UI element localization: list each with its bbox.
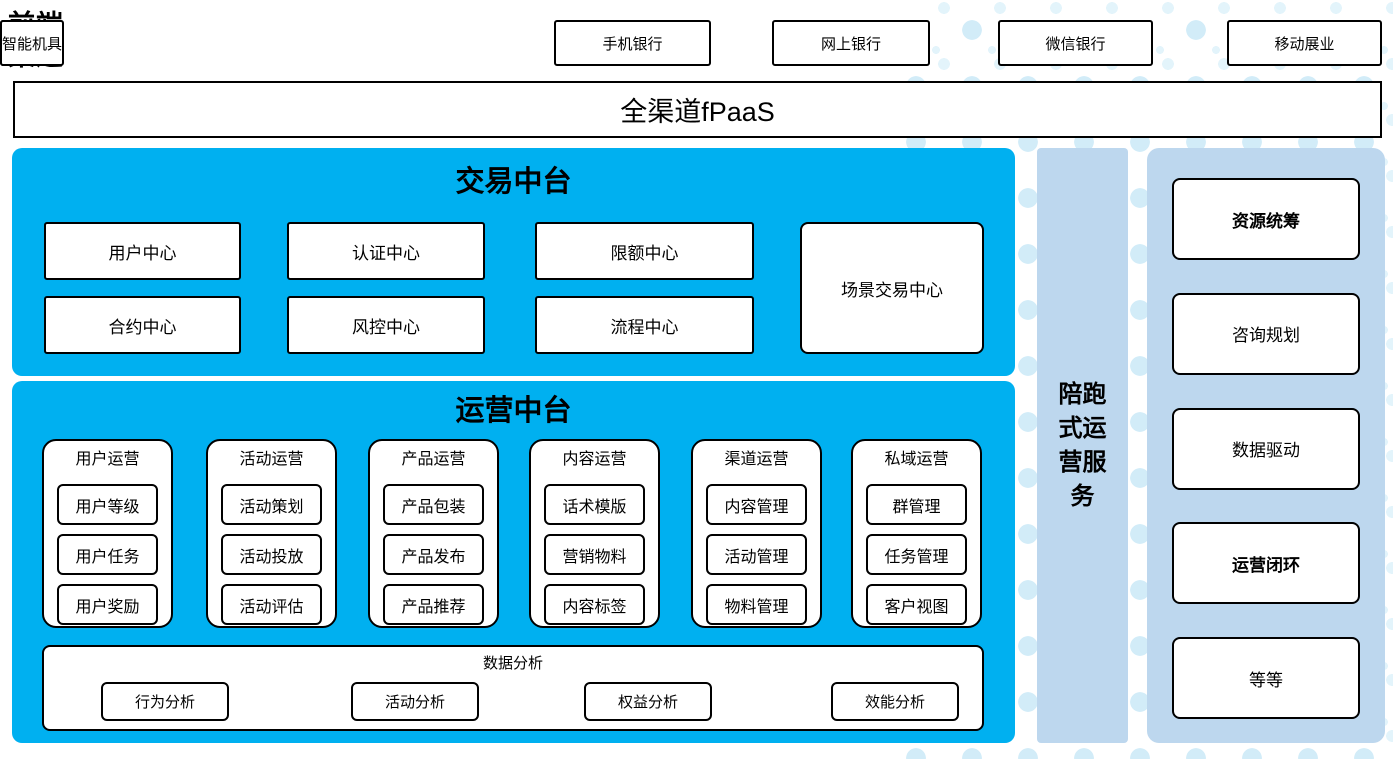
channel-online-banking: 网上银行 (772, 20, 930, 66)
ops-item: 用户奖励 (57, 584, 158, 625)
ops-platform-panel: 运营中台 用户运营 用户等级 用户任务 用户奖励 活动运营 活动策划 活动投放 … (12, 381, 1015, 743)
trade-platform-title: 交易中台 (455, 166, 572, 198)
ops-group-title: 内容运营 (562, 451, 627, 468)
ops-item: 物料管理 (706, 584, 807, 625)
ops-item: 活动评估 (221, 584, 322, 625)
channel-wechat-banking: 微信银行 (998, 20, 1153, 66)
ops-item: 话术模版 (544, 484, 645, 525)
channel-label: 网上银行 (820, 35, 881, 53)
channel-smart-devices: 智能机具 (0, 20, 65, 66)
fpaas-bar: 全渠道fPaaS (13, 81, 1382, 138)
channel-label: 微信银行 (1045, 35, 1106, 53)
service-item-etc: 等等 (1172, 637, 1360, 719)
ops-group-title: 渠道运营 (724, 451, 789, 468)
channel-mobile-banking: 手机银行 (554, 20, 711, 66)
ops-group-user: 用户运营 用户等级 用户任务 用户奖励 (42, 439, 173, 628)
trade-center-user: 用户中心 (44, 222, 241, 280)
trade-center-auth: 认证中心 (287, 222, 485, 280)
analysis-item-efficiency: 效能分析 (831, 682, 959, 721)
ops-item: 内容标签 (544, 584, 645, 625)
analysis-item-behavior: 行为分析 (101, 682, 229, 721)
trade-center-contract: 合约中心 (44, 296, 241, 354)
ops-item: 用户等级 (57, 484, 158, 525)
channel-label: 手机银行 (602, 35, 663, 53)
ops-item: 群管理 (866, 484, 967, 525)
data-analysis-container: 数据分析 行为分析 活动分析 权益分析 效能分析 (42, 645, 984, 731)
accompany-service-label: 陪跑式运营服务 (1058, 380, 1107, 510)
channel-label: 移动展业 (1274, 35, 1335, 53)
ops-group-title: 私域运营 (884, 451, 949, 468)
trade-center-process: 流程中心 (535, 296, 754, 354)
ops-item: 产品发布 (383, 534, 484, 575)
ops-platform-title: 运营中台 (455, 395, 572, 427)
trade-center-risk: 风控中心 (287, 296, 485, 354)
accompany-service-bar: 陪跑式运营服务 (1037, 148, 1128, 743)
ops-group-title: 用户运营 (75, 451, 140, 468)
ops-group-title: 活动运营 (239, 451, 304, 468)
trade-center-limit: 限额中心 (535, 222, 754, 280)
ops-item: 活动策划 (221, 484, 322, 525)
ops-group-private-domain: 私域运营 群管理 任务管理 客户视图 (851, 439, 982, 628)
ops-item: 产品推荐 (383, 584, 484, 625)
fpaas-title: 全渠道fPaaS (620, 97, 775, 127)
channel-mobile-sales: 移动展业 (1227, 20, 1382, 66)
channel-label: 智能机具 (2, 35, 63, 53)
ops-item: 任务管理 (866, 534, 967, 575)
ops-group-product: 产品运营 产品包装 产品发布 产品推荐 (368, 439, 499, 628)
ops-item: 内容管理 (706, 484, 807, 525)
service-item-ops-loop: 运营闭环 (1172, 522, 1360, 605)
service-item-consulting: 咨询规划 (1172, 292, 1360, 375)
ops-item: 用户任务 (57, 534, 158, 575)
ops-group-channel: 渠道运营 内容管理 活动管理 物料管理 (691, 439, 822, 628)
analysis-item-benefit: 权益分析 (584, 682, 712, 721)
trade-center-scene: 场景交易中心 (800, 222, 984, 354)
ops-item: 产品包装 (383, 484, 484, 525)
ops-item: 营销物料 (544, 534, 645, 575)
ops-item: 活动投放 (221, 534, 322, 575)
ops-item: 活动管理 (706, 534, 807, 575)
analysis-item-activity: 活动分析 (351, 682, 479, 721)
service-item-resource: 资源统筹 (1172, 178, 1360, 260)
ops-item: 客户视图 (866, 584, 967, 625)
trade-platform-panel: 交易中台 用户中心 认证中心 限额中心 合约中心 风控中心 流程中心 场景交易中… (12, 148, 1015, 376)
service-panel: 资源统筹 咨询规划 数据驱动 运营闭环 等等 (1147, 148, 1385, 743)
data-analysis-title: 数据分析 (482, 655, 543, 672)
ops-group-title: 产品运营 (401, 451, 466, 468)
service-item-data-driven: 数据驱动 (1172, 407, 1360, 490)
ops-group-activity: 活动运营 活动策划 活动投放 活动评估 (206, 439, 337, 628)
ops-group-content: 内容运营 话术模版 营销物料 内容标签 (529, 439, 660, 628)
